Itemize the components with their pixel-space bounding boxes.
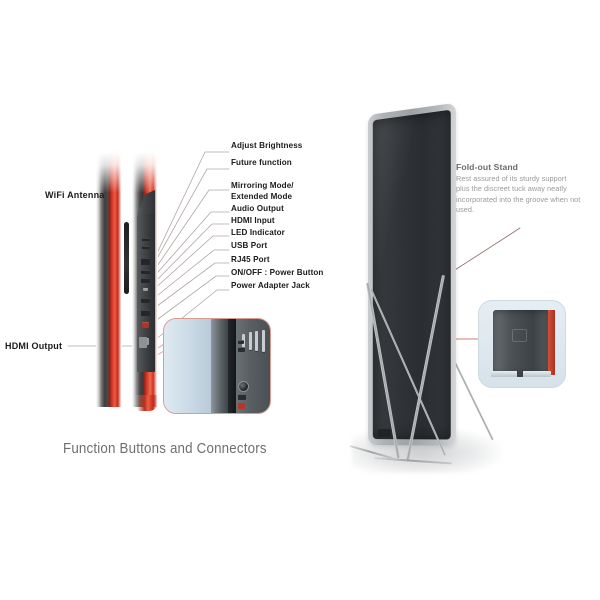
port-usb bbox=[141, 298, 150, 303]
fold-out-stand-title: Fold-out Stand bbox=[456, 162, 519, 172]
port-brightness bbox=[142, 238, 150, 241]
inset-left-gap bbox=[227, 319, 237, 413]
hdmi-output-port bbox=[139, 337, 147, 348]
callout-mirroring-mode-line1: Mirroring Mode/ bbox=[231, 181, 294, 191]
inset-button-3 bbox=[255, 331, 259, 352]
wifi-antenna-slot bbox=[124, 222, 129, 294]
inset-right-red-edge bbox=[547, 309, 555, 375]
inset-power-button bbox=[238, 402, 246, 409]
device-edge-view bbox=[96, 152, 166, 411]
callout-future-function: Future function bbox=[231, 158, 292, 168]
panel-foot bbox=[377, 429, 392, 438]
port-rj45 bbox=[141, 310, 150, 316]
inset-button-4 bbox=[261, 330, 265, 353]
fold-out-stand-body: Rest assured of its sturdy support plus … bbox=[456, 174, 581, 215]
callout-led-indicator: LED Indicator bbox=[231, 228, 285, 238]
inset-right-base-gap bbox=[516, 370, 523, 377]
inset-slot-hdmi bbox=[238, 347, 246, 353]
connector-strip bbox=[137, 212, 155, 372]
product-led-poster bbox=[330, 102, 510, 485]
callout-usb-port: USB Port bbox=[231, 241, 268, 251]
fold-out-stand-description: Fold-out Stand Rest assured of its sturd… bbox=[456, 162, 582, 216]
inset-left-bezel bbox=[210, 319, 228, 413]
port-future-function bbox=[142, 246, 150, 249]
label-hdmi-output: HDMI Output bbox=[5, 341, 63, 351]
inset-jack-power bbox=[238, 381, 250, 393]
callout-adjust-brightness: Adjust Brightness bbox=[231, 141, 303, 150]
inset-connector-closeup bbox=[163, 318, 271, 414]
power-button bbox=[142, 322, 149, 328]
led-indicator bbox=[143, 288, 148, 291]
port-audio-output bbox=[141, 270, 150, 274]
port-hdmi-input bbox=[141, 278, 150, 283]
inset-left-screen-edge bbox=[164, 319, 211, 413]
callout-rj45-port: RJ45 Port bbox=[231, 254, 270, 264]
inset-slot-audio bbox=[238, 339, 245, 344]
callout-label-list: Adjust Brightness Future function Mirror… bbox=[231, 141, 361, 291]
callout-power-adapter-jack: Power Adapter Jack bbox=[231, 281, 310, 291]
caption-function-buttons: Function Buttons and Connectors bbox=[63, 441, 267, 457]
device-rear-edge bbox=[96, 152, 122, 407]
callout-mirroring-mode: Mirroring Mode/ Extended Mode bbox=[231, 181, 361, 201]
port-mirroring-mode bbox=[141, 258, 150, 265]
inset-right-groove-body bbox=[492, 309, 550, 375]
label-wifi-antenna: WiFi Antenna bbox=[45, 190, 105, 200]
callout-mirroring-mode-line2: Extended Mode bbox=[231, 191, 293, 201]
callout-audio-output: Audio Output bbox=[231, 203, 284, 213]
inset-right-groove-slot bbox=[512, 329, 527, 343]
callout-hdmi-input: HDMI Input bbox=[231, 216, 275, 226]
inset-button-2 bbox=[248, 332, 252, 351]
inset-stand-groove-closeup bbox=[478, 300, 566, 388]
callout-power-button: ON/OFF : Power Button bbox=[231, 267, 324, 277]
device-bottom-cap bbox=[132, 395, 158, 411]
inset-slot-usb bbox=[238, 394, 247, 401]
